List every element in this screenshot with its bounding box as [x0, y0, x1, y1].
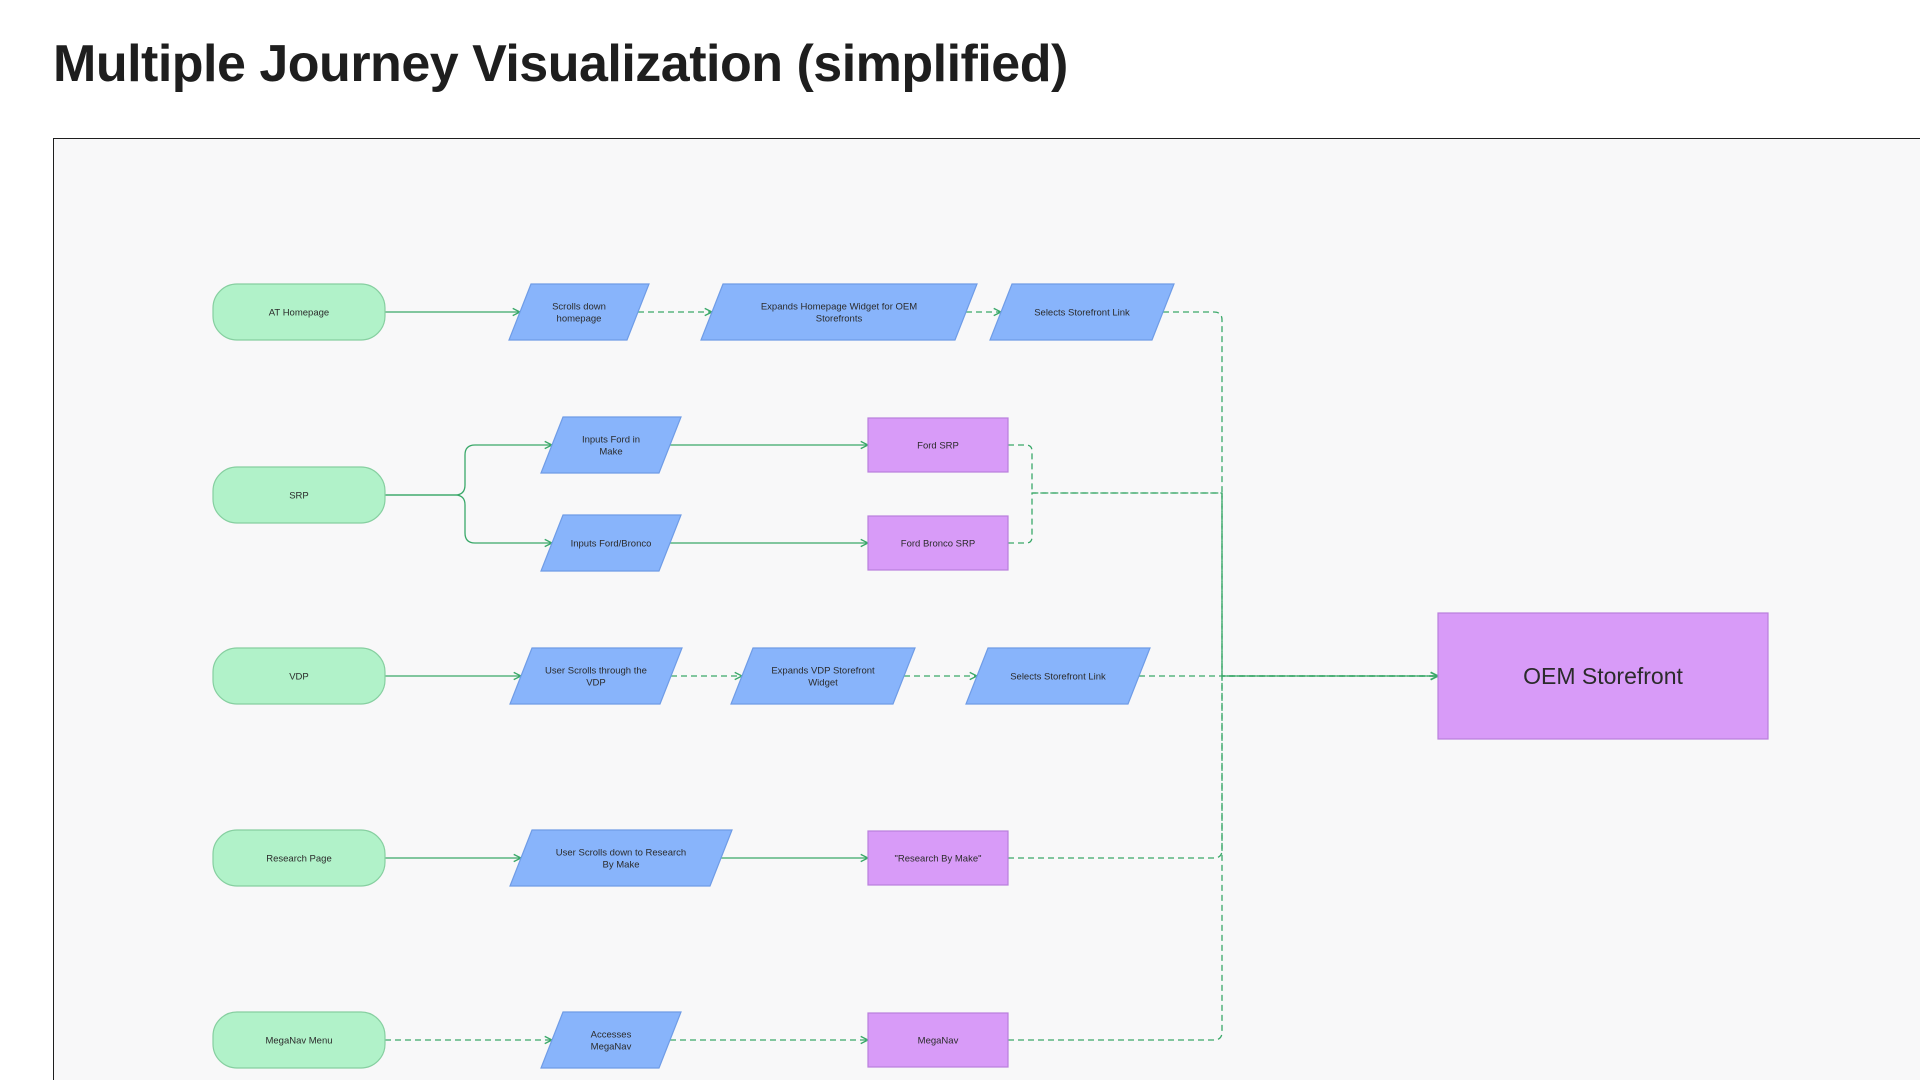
node-shape-accesses-meganav — [540, 1011, 682, 1069]
node-label-research-page: Research Page — [266, 853, 331, 864]
node-label-inputs-ford-in-make: Inputs Ford in — [582, 434, 640, 445]
node-meganav[interactable]: MegaNav — [867, 1012, 1009, 1068]
connector-srp-to-inputs-ford-in-make — [385, 445, 552, 496]
node-label-vdp: VDP — [289, 671, 309, 682]
node-oem-storefront[interactable]: OEM Storefront — [1437, 612, 1769, 740]
node-shape-inputs-ford-bronco — [540, 514, 682, 572]
node-shape-selects-storefront-link-2 — [965, 647, 1151, 705]
connector-meganav-to-oem-storefront — [1008, 676, 1438, 1041]
node-shape-inputs-ford-in-make — [540, 416, 682, 474]
node-shape-user-scrolls-research — [509, 829, 733, 887]
node-inputs-ford-bronco[interactable]: Inputs Ford/Bronco — [540, 514, 682, 572]
node-label-meganav: MegaNav — [918, 1035, 959, 1046]
node-label-inputs-ford-bronco: Inputs Ford/Bronco — [571, 538, 652, 549]
node-shape-meganav-menu — [212, 1011, 386, 1069]
node-selects-storefront-link-1[interactable]: Selects Storefront Link — [989, 283, 1175, 341]
node-label-research-by-make: "Research By Make" — [895, 853, 982, 864]
node-selects-storefront-link-2[interactable]: Selects Storefront Link — [965, 647, 1151, 705]
node-shape-selects-storefront-link-1 — [989, 283, 1175, 341]
node-shape-vdp — [212, 647, 386, 705]
page-title: Multiple Journey Visualization (simplifi… — [53, 35, 1068, 93]
node-label-oem-storefront: OEM Storefront — [1523, 663, 1683, 689]
node-label-at-homepage: AT Homepage — [269, 307, 329, 318]
node-label-selects-storefront-link-2: Selects Storefront Link — [1010, 671, 1106, 682]
node-research-page[interactable]: Research Page — [212, 829, 386, 887]
node-label-scrolls-down-homepage: Scrolls down — [552, 301, 606, 312]
node-label-ford-bronco-srp: Ford Bronco SRP — [901, 538, 975, 549]
connector-layer — [385, 312, 1438, 1040]
node-label-srp: SRP — [289, 490, 309, 501]
node-label-selects-storefront-link-1: Selects Storefront Link — [1034, 307, 1130, 318]
node-shape-research-by-make — [867, 830, 1009, 886]
node-ford-srp[interactable]: Ford SRP — [867, 417, 1009, 473]
connector-research-by-make-to-oem-storefront — [1008, 676, 1438, 859]
connector-ford-srp-to-oem-storefront — [1008, 444, 1438, 676]
node-vdp[interactable]: VDP — [212, 647, 386, 705]
node-label-user-scrolls-through-vdp: VDP — [586, 677, 606, 688]
connector-ford-bronco-srp-to-oem-storefront — [1008, 492, 1438, 676]
node-label-accesses-meganav: Accesses — [591, 1029, 632, 1040]
node-srp[interactable]: SRP — [212, 466, 386, 524]
node-label-expands-homepage-widget: Expands Homepage Widget for OEM — [761, 301, 917, 312]
node-at-homepage[interactable]: AT Homepage — [212, 283, 386, 341]
node-shape-ford-bronco-srp — [867, 515, 1009, 571]
node-shape-expands-vdp-widget — [730, 647, 916, 705]
node-shape-at-homepage — [212, 283, 386, 341]
node-shape-oem-storefront — [1437, 612, 1769, 740]
connector-srp-to-inputs-ford-bronco — [385, 494, 552, 543]
node-meganav-menu[interactable]: MegaNav Menu — [212, 1011, 386, 1069]
node-label-ford-srp: Ford SRP — [917, 440, 959, 451]
node-label-scrolls-down-homepage: homepage — [557, 313, 602, 324]
node-shape-expands-homepage-widget — [700, 283, 978, 341]
node-shape-user-scrolls-through-vdp — [509, 647, 683, 705]
node-label-expands-vdp-widget: Widget — [808, 677, 838, 688]
connector-selects-storefront-link-1-to-oem-storefront — [1163, 311, 1438, 676]
node-ford-bronco-srp[interactable]: Ford Bronco SRP — [867, 515, 1009, 571]
node-label-accesses-meganav: MegaNav — [591, 1041, 632, 1052]
node-label-expands-homepage-widget: Storefronts — [816, 313, 863, 324]
node-label-inputs-ford-in-make: Make — [599, 446, 622, 457]
node-label-expands-vdp-widget: Expands VDP Storefront — [771, 665, 875, 676]
node-shape-ford-srp — [867, 417, 1009, 473]
node-shape-research-page — [212, 829, 386, 887]
node-research-by-make[interactable]: "Research By Make" — [867, 830, 1009, 886]
node-label-user-scrolls-research: By Make — [603, 859, 640, 870]
node-expands-homepage-widget[interactable]: Expands Homepage Widget for OEMStorefron… — [700, 283, 978, 341]
node-shape-meganav — [867, 1012, 1009, 1068]
node-label-meganav-menu: MegaNav Menu — [265, 1035, 332, 1046]
node-shape-scrolls-down-homepage — [508, 283, 650, 341]
node-label-user-scrolls-research: User Scrolls down to Research — [556, 847, 686, 858]
node-label-user-scrolls-through-vdp: User Scrolls through the — [545, 665, 647, 676]
node-shape-srp — [212, 466, 386, 524]
